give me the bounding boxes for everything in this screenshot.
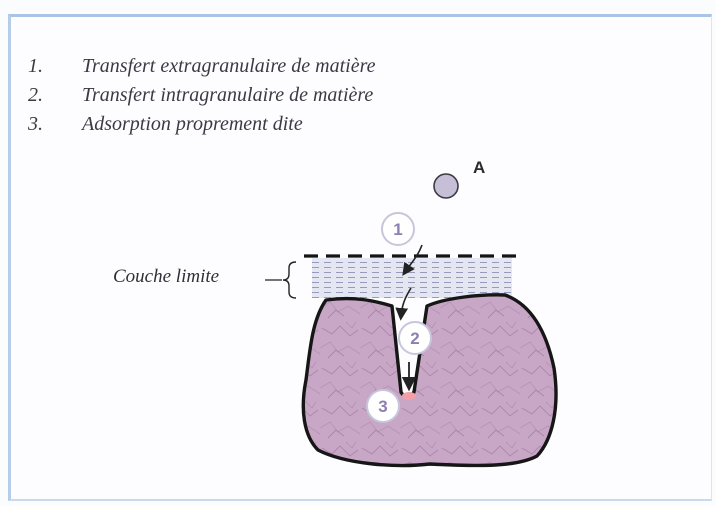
step-3-marker: 3 xyxy=(367,390,399,422)
boundary-layer-label: Couche limite xyxy=(113,266,219,288)
step-2-marker: 2 xyxy=(399,322,431,354)
step-1-marker: 1 xyxy=(382,213,414,245)
adsorption-site xyxy=(402,392,416,400)
adsorbent-grain xyxy=(303,295,556,466)
molecule-a xyxy=(434,174,458,198)
step-2-label: 2 xyxy=(410,329,419,348)
boundary-layer-bracket xyxy=(283,262,296,298)
step-1-label: 1 xyxy=(393,220,402,239)
molecule-a-label: A xyxy=(473,158,485,178)
step-3-label: 3 xyxy=(378,397,387,416)
boundary-layer-band xyxy=(312,258,512,298)
